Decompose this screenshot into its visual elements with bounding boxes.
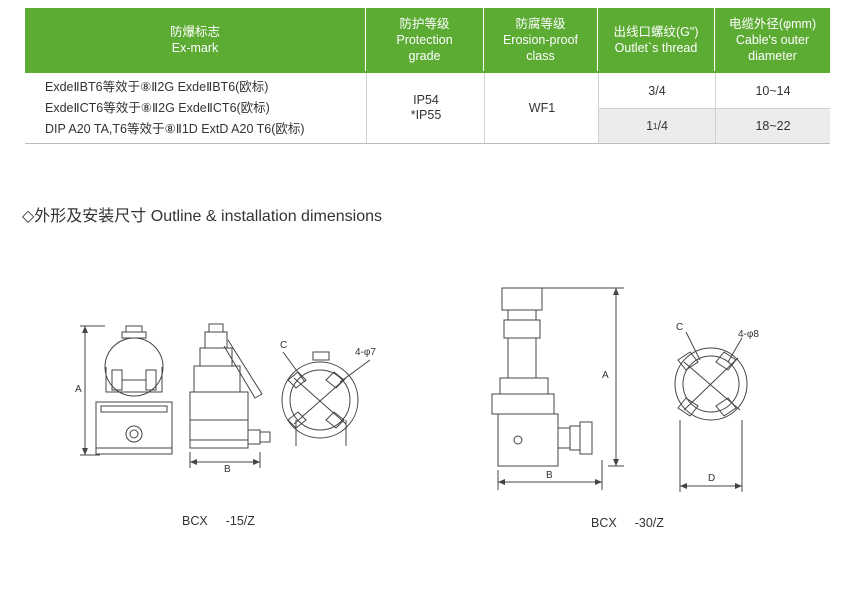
spec-table: 防爆标志 Ex-mark 防护等级 Protection grade 防腐等级 … <box>25 8 830 144</box>
right-model-label: BCX -30/Z <box>591 516 664 530</box>
section-title: ◇外形及安装尺寸 Outline & installation dimensio… <box>22 208 382 225</box>
header-ex-mark: 防爆标志 Ex-mark <box>25 8 366 71</box>
left-front-view <box>80 325 173 456</box>
thread-whole: 1 <box>646 119 654 133</box>
header-thread: 出线口螺纹(G") Outlet`s thread <box>598 8 715 71</box>
left-holes-label: 4-φ7 <box>355 347 376 358</box>
ex-mark-row: DIP A20 TA,T6等效于⑧Ⅱ1D ExtD A20 T6(欧标) <box>45 122 305 136</box>
left-side-view <box>189 323 271 468</box>
header-cable-en: Cable's outer <box>735 32 810 47</box>
left-model-label: BCX -15/Z <box>182 514 255 528</box>
right-model-suffix: -30/Z <box>634 516 664 530</box>
header-cable-en2: diameter <box>748 48 797 63</box>
header-protection-en: Protection <box>396 32 453 47</box>
protection-value: *IP55 <box>410 108 442 122</box>
right-dim-a-label: A <box>602 370 609 381</box>
erosion-cell: WF1 <box>484 73 599 143</box>
protection-value: IP54 <box>413 93 439 107</box>
right-model-prefix: BCX <box>591 516 617 530</box>
header-ex-mark-en: Ex-mark <box>171 40 219 55</box>
header-ex-mark-cn: 防爆标志 <box>169 24 220 39</box>
header-cable-cn: 电缆外径(φmm) <box>728 16 817 31</box>
ex-mark-row: ExdeⅡBT6等效于⑧Ⅱ2G ExdeⅡBT6(欧标) <box>45 80 269 94</box>
right-front-view <box>491 287 624 490</box>
left-model-suffix: -15/Z <box>225 514 255 528</box>
ex-mark-row: ExdeⅡCT6等效于⑧Ⅱ2G ExdeⅡCT6(欧标) <box>45 101 270 115</box>
cable-cell: 18~22 <box>715 108 830 143</box>
protection-cell: IP54 *IP55 <box>366 73 485 143</box>
left-dim-b-label: B <box>224 464 231 475</box>
header-thread-cn: 出线口螺纹(G") <box>613 24 699 39</box>
cable-cell: 10~14 <box>715 73 830 108</box>
left-top-view <box>281 351 371 446</box>
header-cable: 电缆外径(φmm) Cable's outer diameter <box>715 8 830 71</box>
header-erosion-en2: class <box>526 48 555 63</box>
header-erosion-cn: 防腐等级 <box>515 16 566 31</box>
header-protection-en2: grade <box>408 48 441 63</box>
right-top-view <box>674 331 748 492</box>
left-model-prefix: BCX <box>182 514 208 528</box>
header-protection-cn: 防护等级 <box>399 16 450 31</box>
header-underline <box>25 71 830 73</box>
header-thread-en: Outlet`s thread <box>614 40 698 55</box>
right-dim-b-label: B <box>546 470 553 481</box>
table-body: ExdeⅡBT6等效于⑧Ⅱ2G ExdeⅡBT6(欧标) ExdeⅡCT6等效于… <box>25 73 830 144</box>
thread-numerator: 1 <box>653 121 658 131</box>
right-dim-c-label: C <box>676 322 684 333</box>
right-holes-label: 4-φ8 <box>738 329 759 340</box>
header-erosion-en: Erosion-proof <box>502 32 579 47</box>
header-protection: 防护等级 Protection grade <box>366 8 484 71</box>
thread-cell: 3/4 <box>598 73 715 108</box>
table-header: 防爆标志 Ex-mark 防护等级 Protection grade 防腐等级 … <box>25 8 830 71</box>
left-dim-a-label: A <box>75 384 82 395</box>
ex-mark-list: ExdeⅡBT6等效于⑧Ⅱ2G ExdeⅡBT6(欧标) ExdeⅡCT6等效于… <box>25 77 366 140</box>
header-erosion: 防腐等级 Erosion-proof class <box>484 8 598 71</box>
left-dim-c-label: C <box>280 340 288 351</box>
right-dim-d-label: D <box>708 473 716 484</box>
thread-denominator: /4 <box>657 119 668 133</box>
